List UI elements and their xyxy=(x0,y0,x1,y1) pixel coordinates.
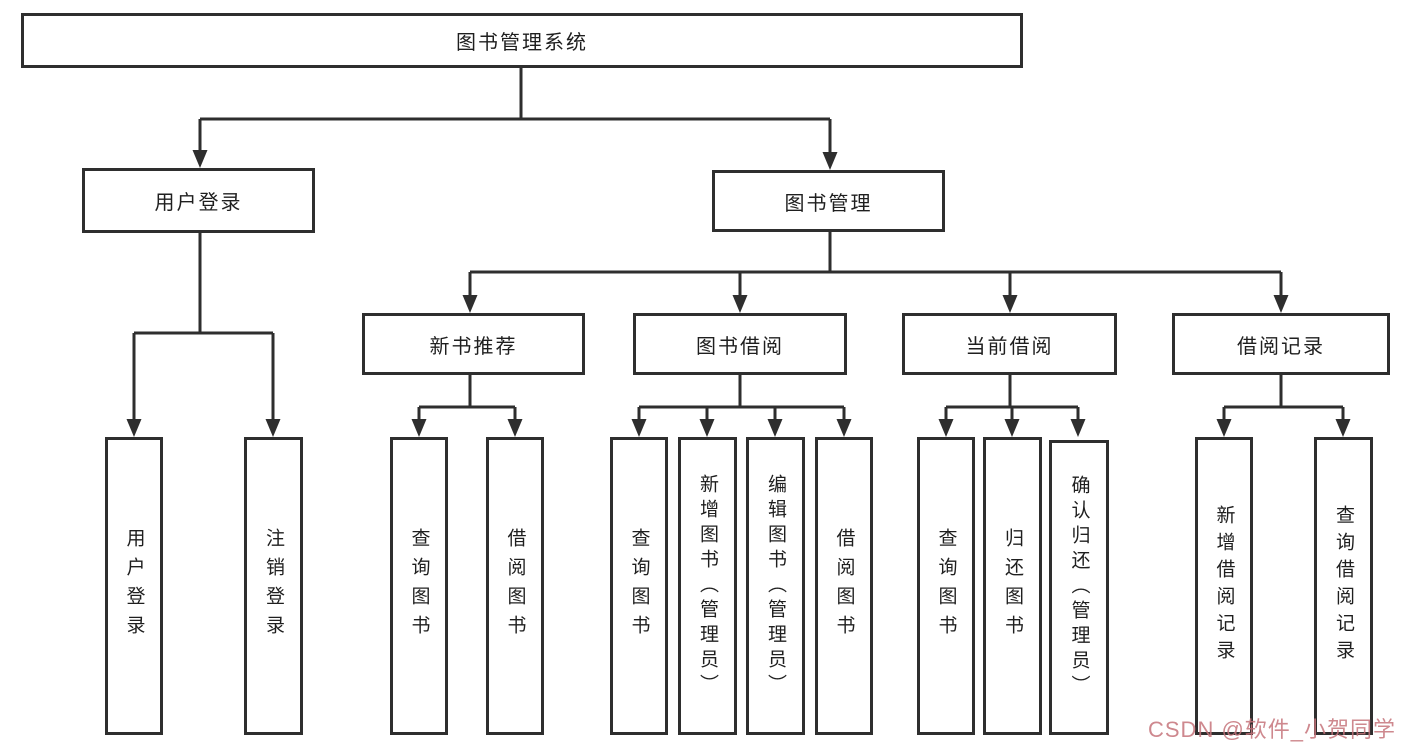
leaf-logout: 注销登录 xyxy=(244,437,303,735)
leaf-add-borrow-record: 新增借阅记录 xyxy=(1195,437,1253,735)
leaf-user-login: 用户登录 xyxy=(105,437,163,735)
leaf-edit-book-admin: 编辑图书（管理员） xyxy=(746,437,805,735)
node-user-login: 用户登录 xyxy=(82,168,315,233)
leaf-borrow-book-1: 借阅图书 xyxy=(486,437,544,735)
node-label: 图书管理系统 xyxy=(456,32,588,54)
arrowheads xyxy=(126,150,1351,437)
node-label: 用户登录 xyxy=(154,192,243,214)
node-borrow-records: 借阅记录 xyxy=(1172,313,1390,375)
node-label: 确认归还（管理员） xyxy=(1068,475,1090,700)
node-current-borrow: 当前借阅 xyxy=(902,313,1117,375)
node-label: 借阅记录 xyxy=(1237,335,1325,358)
node-label: 注销登录 xyxy=(263,528,284,644)
node-label: 借阅图书 xyxy=(833,528,855,644)
leaf-borrow-book-2: 借阅图书 xyxy=(815,437,873,735)
csdn-watermark: CSDN @软件_小贺同学 xyxy=(1148,717,1397,742)
node-library-management-system: 图书管理系统 xyxy=(21,13,1023,68)
leaf-query-borrow-record: 查询借阅记录 xyxy=(1314,437,1373,735)
node-book-borrow: 图书借阅 xyxy=(633,313,847,375)
node-label: 查询借阅记录 xyxy=(1333,505,1354,667)
node-label: 查询图书 xyxy=(935,528,957,644)
leaf-query-book-2: 查询图书 xyxy=(610,437,668,735)
leaf-query-book-1: 查询图书 xyxy=(390,437,448,735)
node-label: 新增借阅记录 xyxy=(1213,505,1235,667)
node-label: 图书管理 xyxy=(784,192,873,215)
node-label: 图书借阅 xyxy=(696,335,784,358)
leaf-add-book-admin: 新增图书（管理员） xyxy=(678,437,737,735)
node-new-book-recommend: 新书推荐 xyxy=(362,313,585,375)
node-label: 查询图书 xyxy=(628,528,650,644)
leaf-return-book: 归还图书 xyxy=(983,437,1042,735)
node-label: 归还图书 xyxy=(1002,528,1023,644)
node-label: 用户登录 xyxy=(123,528,145,644)
node-label: 借阅图书 xyxy=(504,528,526,644)
node-label: 新增图书（管理员） xyxy=(697,473,718,699)
node-label: 查询图书 xyxy=(408,528,430,644)
node-label: 编辑图书（管理员） xyxy=(765,473,786,699)
leaf-query-book-3: 查询图书 xyxy=(917,437,975,735)
node-book-management: 图书管理 xyxy=(712,170,945,232)
node-label: 当前借阅 xyxy=(965,335,1054,358)
node-label: 新书推荐 xyxy=(429,335,518,358)
leaf-confirm-return-admin: 确认归还（管理员） xyxy=(1049,440,1109,735)
